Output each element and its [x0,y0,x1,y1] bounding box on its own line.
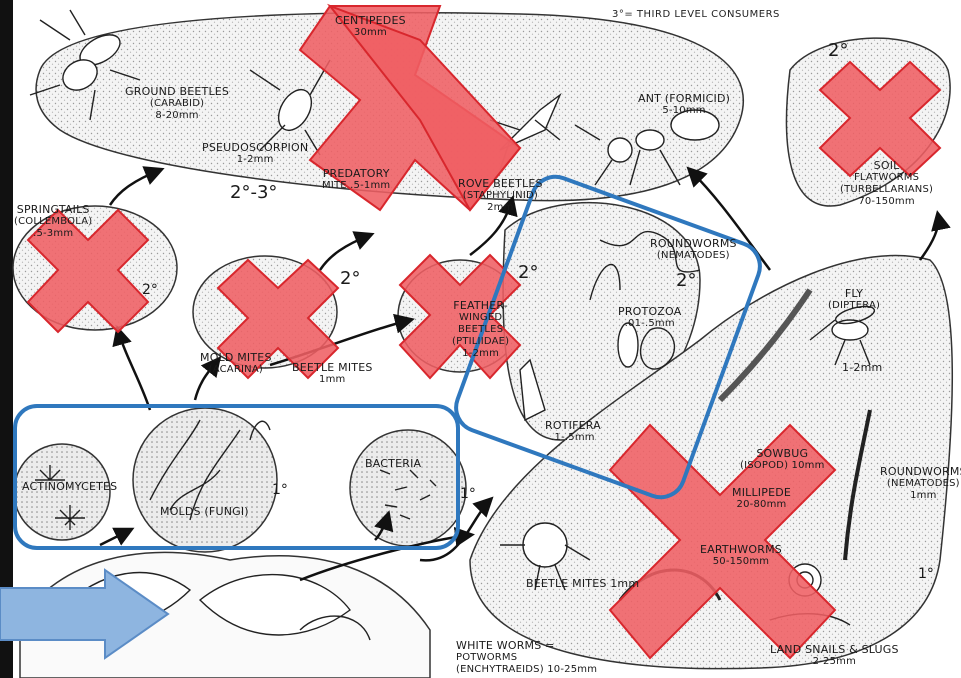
beetle-mites-1-size: 1mm [292,374,373,386]
springtails-name: SPRINGTAILS [17,203,90,216]
label-sowbug: SOWBUG (ISOPOD) 10mm [740,448,825,472]
ground-beetles-size: 8-20mm [125,110,229,122]
roundworms-top-name: ROUNDWORMS [650,237,737,250]
sowbug-name: SOWBUG [756,447,808,460]
feather-size: 1-2mm [452,348,509,360]
springtails-size: .5-3mm [14,228,92,240]
label-snails: LAND SNAILS & SLUGS 2-25mm [770,644,899,668]
ant-name: ANT (FORMICID) [638,92,730,105]
level-1-fungi: 1° [272,482,288,498]
earthworms-size: 50-150mm [700,556,782,568]
white-worms-name: WHITE WORMS = [456,639,555,652]
feather-line-2: WINGED [452,312,509,324]
fungi-circle [133,408,277,552]
bacteria-circle [350,430,466,546]
level-2-moldmites: 2° [340,268,360,289]
pseudoscorpion-name: PSEUDOSCORPION [202,141,308,154]
flatworms-soil: SOIL [874,159,900,172]
roundworms-right-name: ROUNDWORMS [880,465,961,478]
label-fly-size: 1-2mm [842,362,882,374]
header-third-level: 3°= THIRD LEVEL CONSUMERS [612,9,780,20]
fly-name: FLY [845,287,863,300]
feather-line-1: FEATHER- [453,299,508,312]
label-roundworms-right: ROUNDWORMS (NEMATODES) 1mm [880,466,961,502]
level-2-flatworms: 2° [828,40,848,61]
flatworms-name: FLATWORMS [840,172,933,184]
white-worms-latin: (ENCHYTRAEIDS) 10-25mm [456,664,597,676]
label-rove-beetles: ROVE BEETLES (STAPHYLINID) 2mm [458,178,543,214]
label-predatory-mite: PREDATORY MITE .5-1mm [322,168,390,192]
roundworms-right-latin: (NEMATODES) [880,478,961,490]
earthworms-name: EARTHWORMS [700,543,782,556]
label-protozoa: PROTOZOA .01-.5mm [618,306,681,330]
level-2-springtails: 2° [142,282,158,298]
rotifera-name: ROTIFERA [545,419,601,432]
ground-beetles-latin: (CARABID) [125,98,229,110]
label-roundworms-top: ROUNDWORMS (NEMATODES) [650,238,737,262]
snails-name: LAND SNAILS & SLUGS [770,643,899,656]
millipede-size: 20-80mm [732,499,791,511]
sowbug-latin: (ISOPOD) 10mm [740,460,825,472]
label-rotifera: ROTIFERA .1-.5mm [545,420,601,444]
label-actinomycetes: ACTINOMYCETES [22,481,117,493]
label-mold-mites: MOLD MITES (ACARINA) [200,352,272,376]
rove-beetles-latin: (STAPHYLINID) [458,190,543,202]
level-1-bacteria: 1° [460,486,476,502]
millipede-name: MILLIPEDE [732,486,791,499]
label-bacteria: BACTERIA [365,458,421,470]
label-beetle-mites-2: BEETLE MITES 1mm [526,578,639,590]
rove-beetles-name: ROVE BEETLES [458,177,543,190]
centipedes-size: 30mm [335,27,406,39]
beetle-mites-1-name: BEETLE MITES [292,361,373,374]
feather-line-3: BEETLES [452,324,509,336]
label-earthworms: EARTHWORMS 50-150mm [700,544,782,568]
label-ant: ANT (FORMICID) 5-10mm [638,93,730,117]
level-1-right: 1° [918,566,934,582]
level-2-microfauna: 2° [676,270,696,291]
label-springtails: SPRINGTAILS (COLLEMBOLA) .5-3mm [14,204,92,240]
label-molds: MOLDS (FUNGI) [160,506,249,518]
rotifera-size: .1-.5mm [545,432,601,444]
label-ground-beetles: GROUND BEETLES (CARABID) 8-20mm [125,86,229,122]
springtails-latin: (COLLEMBOLA) [14,216,92,228]
roundworms-right-size: 1mm [880,490,961,502]
feather-line-4: (PTILIIDAE) [452,336,509,348]
label-millipede: MILLIPEDE 20-80mm [732,487,791,511]
label-fly: FLY (DIPTERA) [828,288,880,312]
snails-size: 2-25mm [770,656,899,668]
protozoa-size: .01-.5mm [618,318,681,330]
fly-latin: (DIPTERA) [828,300,880,312]
flatworms-size: 70-150mm [840,196,933,208]
mold-mites-latin: (ACARINA) [200,364,272,376]
roundworms-top-latin: (NEMATODES) [650,250,737,262]
predatory-mite-size: MITE .5-1mm [322,180,390,192]
protozoa-name: PROTOZOA [618,305,681,318]
centipedes-name: CENTIPEDES [335,14,406,27]
white-worms-alt: POTWORMS [456,652,597,664]
predatory-mite-name: PREDATORY [323,167,390,180]
label-centipedes: CENTIPEDES 30mm [335,15,406,39]
mold-mites-name: MOLD MITES [200,351,272,364]
label-white-worms: WHITE WORMS = POTWORMS (ENCHYTRAEIDS) 10… [456,640,597,676]
rove-beetles-size: 2mm [458,202,543,214]
level-2-feather: 2° [518,262,538,283]
label-feather-winged-beetles: FEATHER- WINGED BEETLES (PTILIIDAE) 1-2m… [452,300,509,360]
flatworms-latin: (TURBELLARIANS) [840,184,933,196]
label-flatworms: SOIL FLATWORMS (TURBELLARIANS) 70-150mm [840,160,933,208]
pseudoscorpion-size: 1-2mm [202,154,308,166]
label-pseudoscorpion: PSEUDOSCORPION 1-2mm [202,142,308,166]
label-beetle-mites-1: BEETLE MITES 1mm [292,362,373,386]
ant-size: 5-10mm [638,105,730,117]
ground-beetles-name: GROUND BEETLES [125,85,229,98]
level-2-3-top: 2°-3° [230,182,277,203]
